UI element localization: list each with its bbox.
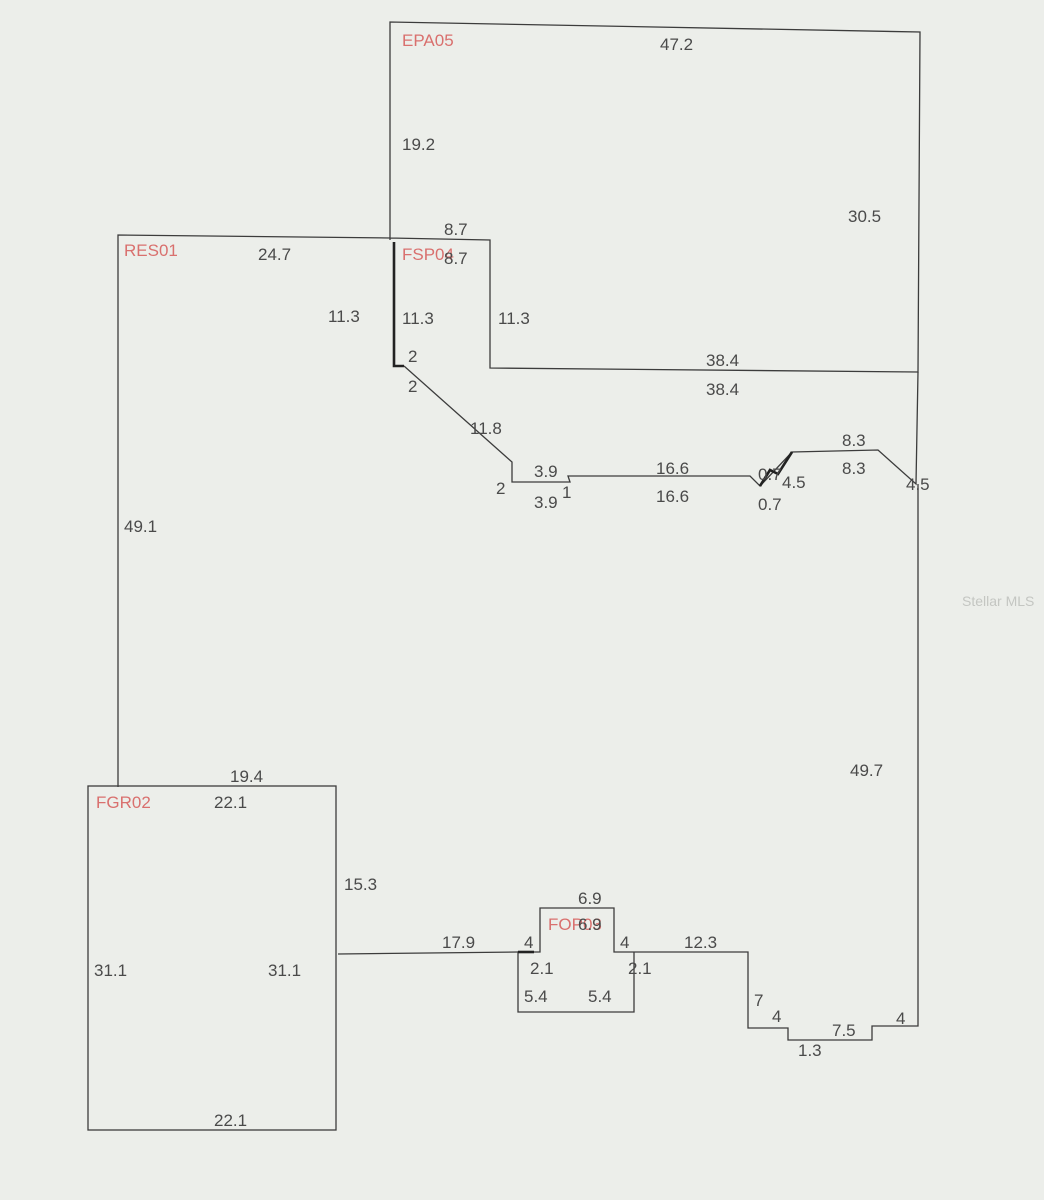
dim-label: 2 [408, 377, 417, 396]
dim-label: 5.4 [588, 987, 612, 1006]
dim-label: 49.1 [124, 517, 157, 536]
dim-label: 12.3 [684, 933, 717, 952]
dim-label: 49.7 [850, 761, 883, 780]
dim-label: 2 [408, 347, 417, 366]
dim-label: 4 [620, 933, 629, 952]
dim-label: 7.5 [832, 1021, 856, 1040]
fsp-left-wall [392, 242, 404, 368]
dim-label: 4 [772, 1007, 781, 1026]
dim-label: 24.7 [258, 245, 291, 264]
dim-label: 1 [562, 483, 571, 502]
dim-label: 38.4 [706, 380, 739, 399]
area-label-res: RES01 [124, 241, 178, 260]
dim-label: 2.1 [628, 959, 652, 978]
area-label-fgr: FGR02 [96, 793, 151, 812]
dim-label: 0.7 [758, 495, 782, 514]
dim-label: 47.2 [660, 35, 693, 54]
dim-label: 0.7 [758, 465, 782, 484]
dim-label: 11.3 [498, 309, 530, 328]
dim-label: 22.1 [214, 793, 247, 812]
dim-label: 8.7 [444, 220, 468, 239]
dim-label: 8.3 [842, 431, 866, 450]
dim-label: 2 [496, 479, 505, 498]
dim-label: 5.4 [524, 987, 548, 1006]
area-label-fop: FOP03 [548, 915, 602, 934]
watermark: Stellar MLS [962, 593, 1034, 609]
epa-outline [389, 21, 921, 373]
dim-label: 3.9 [534, 462, 558, 481]
dim-label: 8.3 [842, 459, 866, 478]
dim-label: 4 [896, 1009, 905, 1028]
dim-label: 16.6 [656, 459, 689, 478]
res-bottom-wall [337, 951, 519, 955]
dim-label: 31.1 [268, 961, 301, 980]
dim-label: 4.5 [906, 475, 930, 494]
dim-label: 30.5 [848, 207, 881, 226]
res-outline [117, 234, 391, 787]
area-label-fsp: FSP04 [402, 245, 454, 264]
dim-label: 17.9 [442, 933, 475, 952]
dim-label: 3.9 [534, 493, 558, 512]
dim-label: 22.1 [214, 1111, 247, 1130]
dim-label: 19.2 [402, 135, 435, 154]
dim-label: 15.3 [344, 875, 377, 894]
dim-label: 7 [754, 991, 763, 1010]
dim-label: 6.9 [578, 889, 602, 908]
res-notch [758, 451, 794, 487]
dim-label: 6.9 [578, 915, 602, 934]
res-diagonal-edge [403, 365, 919, 487]
dim-label: 16.6 [656, 487, 689, 506]
fop-outline [517, 907, 636, 1013]
dim-label: 8.7 [444, 249, 468, 268]
dim-label: 19.4 [230, 767, 263, 786]
area-label-epa: EPA05 [402, 31, 454, 50]
fgr-outline [87, 785, 337, 1131]
dim-label: 4 [524, 933, 533, 952]
res-right-wall [636, 484, 919, 1041]
dim-label: 1.3 [798, 1041, 822, 1060]
dim-label: 4.5 [782, 473, 806, 492]
dim-label: 38.4 [706, 351, 739, 370]
dim-label: 11.3 [402, 309, 434, 328]
dim-label: 11.3 [328, 307, 360, 326]
dim-label: 11.8 [470, 419, 502, 438]
dim-label: 2.1 [530, 959, 554, 978]
dim-label: 31.1 [94, 961, 127, 980]
